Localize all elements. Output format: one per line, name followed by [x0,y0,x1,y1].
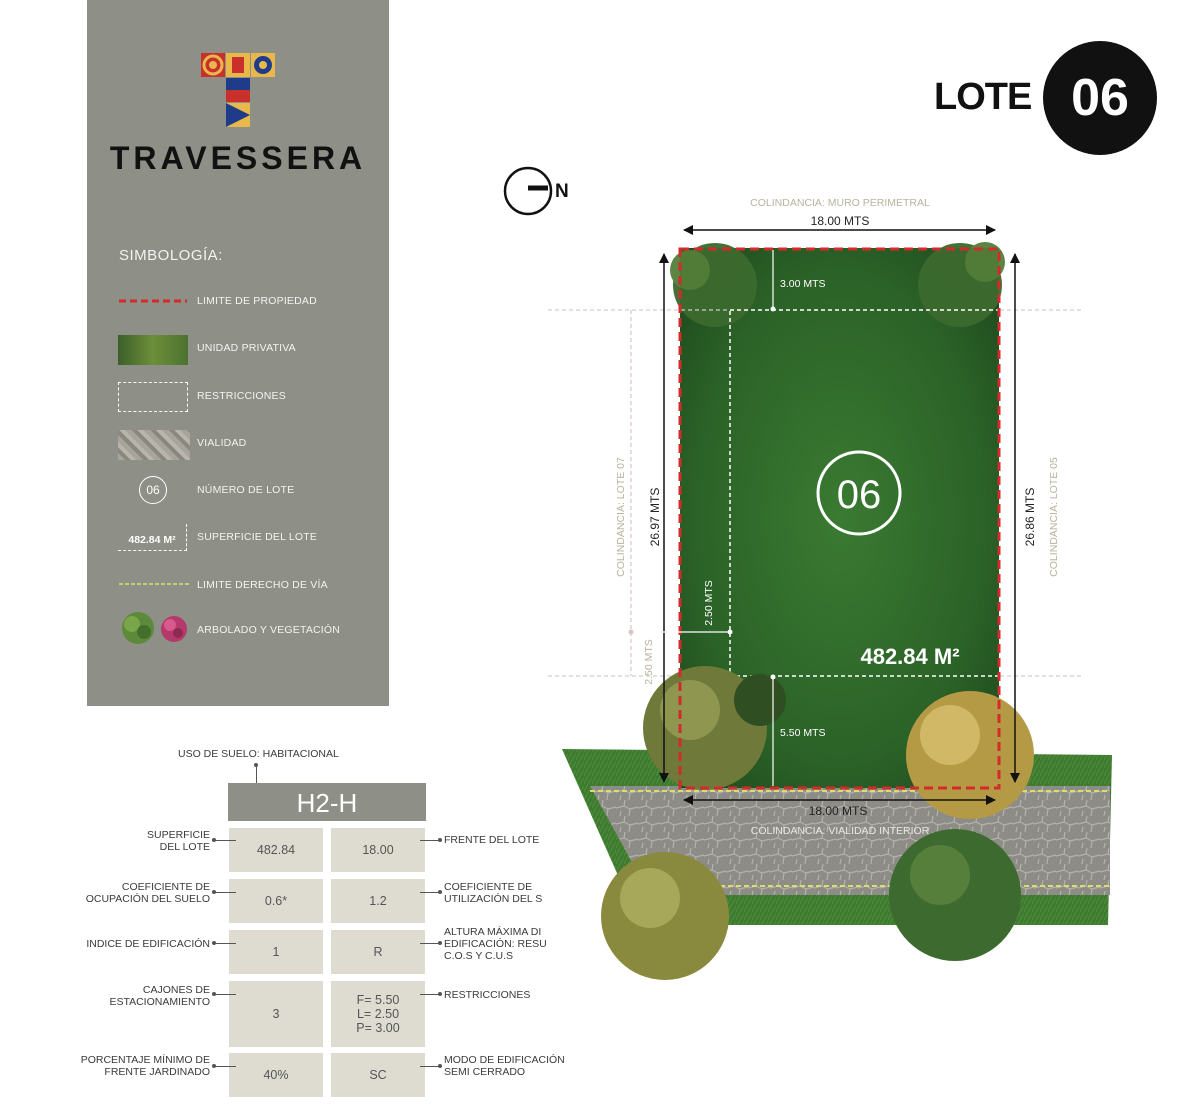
row5-left-value: 40% [229,1053,323,1097]
row4-right-label: RESTRICCIONES [444,989,531,1001]
north-arrow-icon [503,166,553,216]
lot-area-swatch: 482.84 M² [118,524,187,551]
restriction-box [729,309,1001,677]
legend-sidebar: TRAVESSERA SIMBOLOGÍA: LIMITE DE PROPIED… [87,0,389,706]
property-line [678,247,1001,790]
road-swatch [118,430,190,460]
bottom-colindancia-label: COLINDANCIA: VIALIDAD INTERIOR [751,825,930,837]
legend-label-trees: ARBOLADO Y VEGETACIÓN [197,624,341,636]
row2-left-value: 0.6* [229,879,323,923]
legend-label-lot-number: NÚMERO DE LOTE [197,484,295,496]
restrictions-swatch [118,382,188,412]
legend-label-property: LIMITE DE PROPIEDAD [197,295,317,307]
side-setback-label: 2.50 MTS [703,580,715,626]
top-tree-icons [670,242,1005,327]
legend-label-right-of-way: LIMITE DERECHO DE VÍA [197,579,328,591]
row1-right-value: 18.00 [331,828,425,872]
row3-left-value: 1 [229,930,323,974]
zone-header: H2-H [228,783,426,821]
legend-label-private-unit: UNIDAD PRIVATIVA [197,342,296,354]
top-width-label: 18.00 MTS [811,214,870,228]
brand-name: TRAVESSERA [109,140,367,176]
row4-left-value: 3 [229,981,323,1047]
private-unit-swatch [118,335,188,365]
top-colindancia-label: COLINDANCIA: MURO PERIMETRAL [750,197,930,209]
north-label: N [555,181,569,202]
lot-number-label: 06 [837,473,882,517]
lot-area-label: 482.84 M² [860,644,959,669]
left-depth-label: 26.97 MTS [648,488,662,547]
row5-right-value: SC [331,1053,425,1097]
lote-number-badge: 06 [1043,41,1157,155]
legend-label-lot-area: SUPERFICIE DEL LOTE [197,531,318,543]
lot-number-circle [816,450,902,536]
legend-label-road: VIALIDAD [197,437,247,449]
travessera-logo-icon [201,53,275,127]
row1-left-value: 482.84 [229,828,323,872]
legend-label-restrictions: RESTRICCIONES [197,390,286,402]
row3-right-value: R [331,930,425,974]
lote-title: LOTE [934,76,1032,118]
row2-right-value: 1.2 [331,879,425,923]
left-colindancia-label: COLINDANCIA: LOTE 07 [615,457,627,577]
legend-title: SIMBOLOGÍA: [119,247,223,264]
row1-right-label: FRENTE DEL LOTE [444,834,540,846]
property-line-swatch [119,299,187,303]
side-setback-outer-label: 2.50 MTS [643,639,655,685]
right-colindancia-label: COLINDANCIA: LOTE 05 [1048,457,1060,577]
land-use-label: USO DE SUELO: HABITACIONAL [178,748,339,760]
row3-left-label: INDICE DE EDIFICACIÓN [86,938,210,950]
rear-setback-label: 3.00 MTS [780,278,826,290]
front-setback-label: 5.50 MTS [780,727,826,739]
bottom-width-label: 18.00 MTS [809,804,868,818]
trees-swatch-icon [122,612,187,644]
right-depth-label: 26.86 MTS [1023,488,1037,547]
lot-number-swatch: 06 [139,476,167,504]
